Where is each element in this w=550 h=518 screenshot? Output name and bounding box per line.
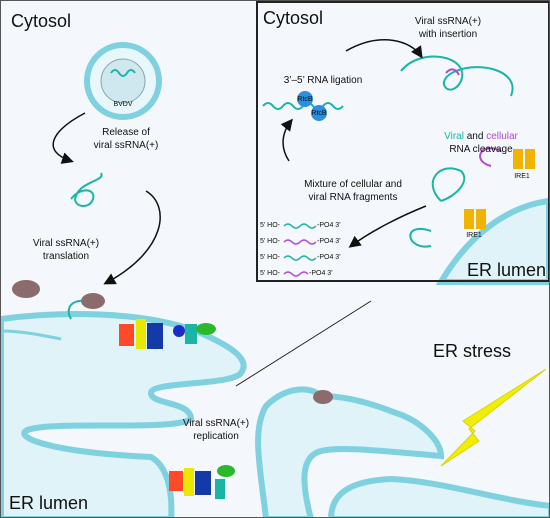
cytosol-label: Cytosol xyxy=(11,11,72,31)
fragment-3-prime: -PO4 3’ xyxy=(317,238,341,245)
fragment-5-prime: 5’ HO- xyxy=(260,222,280,229)
rtcb-label-2: RtcB xyxy=(311,110,327,117)
insertion-label-1: Viral ssRNA(+) xyxy=(414,16,482,27)
mixture-label-2: viral RNA fragments xyxy=(308,192,398,203)
rtcb-protein xyxy=(311,105,327,121)
fragment-3-prime: -PO4 3’ xyxy=(309,270,333,277)
viral-protein-complex-top xyxy=(119,319,216,349)
rtcb-label-1: RtcB xyxy=(297,96,313,103)
released-viral-rna xyxy=(70,172,103,207)
cleavage-label-2: RNA cleavage xyxy=(449,144,513,155)
fragment-5-prime: 5’ HO- xyxy=(260,254,280,261)
mixture-label-1: Mixture of cellular and xyxy=(304,179,402,190)
fragment-3-prime: -PO4 3’ xyxy=(317,254,341,261)
er-stress-label: ER stress xyxy=(433,341,512,361)
translation-label-1: Viral ssRNA(+) xyxy=(32,238,100,249)
replication-label-1: Viral ssRNA(+) xyxy=(182,418,250,429)
ribosome xyxy=(81,293,105,309)
replication-label-2: replication xyxy=(193,431,239,442)
ire1-label-2: IRE1 xyxy=(466,232,482,239)
viral-protein-complex-bottom xyxy=(169,465,235,499)
release-label-1: Release of xyxy=(102,127,150,138)
virus-label: BVDV xyxy=(113,101,133,108)
inset-cytosol-label: Cytosol xyxy=(263,8,324,28)
ire1-protein xyxy=(464,209,486,229)
rna-with-insertion xyxy=(400,55,514,97)
translation-label-2: translation xyxy=(42,251,90,262)
er-stress-bolt xyxy=(440,368,547,467)
insertion-label-2: with insertion xyxy=(418,29,478,40)
bvdv-virion xyxy=(84,42,162,120)
er-membrane-right xyxy=(255,386,445,517)
fragment-3-prime: -PO4 3’ xyxy=(317,222,341,229)
ribosome xyxy=(313,390,333,404)
fragment-5-prime: 5’ HO- xyxy=(260,270,280,277)
er-lumen-label: ER lumen xyxy=(9,493,89,513)
ribosome xyxy=(12,280,40,298)
ire1-label-1: IRE1 xyxy=(514,173,530,180)
cleavage-label-1: Viral and cellular xyxy=(444,131,518,142)
fragment-5-prime: 5’ HO- xyxy=(260,238,280,245)
rtcb-protein xyxy=(297,91,313,107)
inset-panel xyxy=(256,1,549,282)
ire1-protein xyxy=(513,149,535,169)
ligation-label: 3’–5’ RNA ligation xyxy=(283,75,363,86)
inset-er-lumen-label: ER lumen xyxy=(467,260,547,280)
release-label-2: viral ssRNA(+) xyxy=(93,140,159,151)
